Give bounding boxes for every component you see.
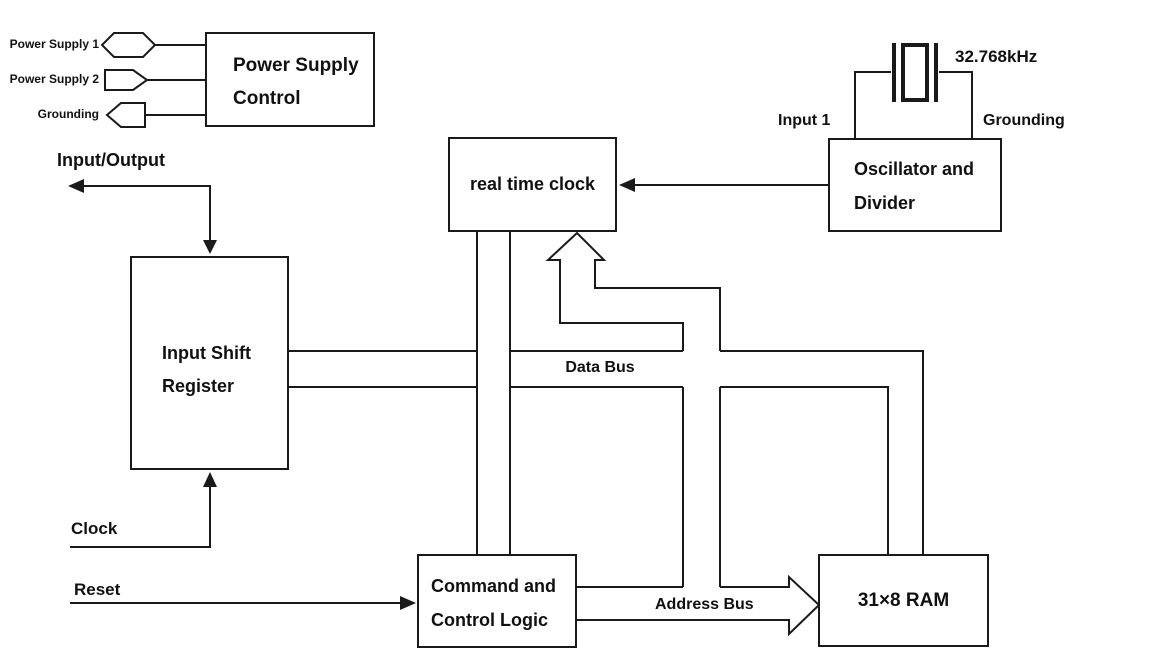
address-bus-label: Address Bus <box>655 596 754 613</box>
power-supply-1-pin-label: Power Supply 1 <box>9 37 99 51</box>
reset-label: Reset <box>74 580 121 599</box>
clock-label: Clock <box>71 519 118 538</box>
data-bus-label: Data Bus <box>565 359 635 376</box>
hexagon-pin-icon <box>100 32 205 58</box>
rtc-to-control-bus-band <box>476 231 511 556</box>
input-shift-register-label-line1: Input Shift <box>162 343 251 363</box>
oscillator-divider-box: Oscillator and Divider <box>828 138 1002 232</box>
crystal-frequency-label: 32.768kHz <box>955 47 1038 66</box>
data-bus-to-rtc-arrow <box>545 231 721 351</box>
data-to-address-bus-band <box>682 387 721 587</box>
grounding-right-label: Grounding <box>983 112 1065 129</box>
power-supply-control-label-line2: Control <box>233 87 301 109</box>
input-shift-register-label-line2: Register <box>162 376 235 396</box>
input1-label: Input 1 <box>778 112 831 129</box>
input-shift-register-box: Input Shift Register <box>130 256 289 470</box>
reset-arrow <box>70 596 416 610</box>
real-time-clock-label: real time clock <box>469 174 596 194</box>
input-output-label: Input/Output <box>57 150 165 170</box>
grounding-pin-label: Grounding <box>37 107 99 121</box>
clock-arrow <box>70 472 217 548</box>
ram-box: 31×8 RAM <box>818 554 989 647</box>
command-control-logic-label-line2: Control Logic <box>431 610 548 630</box>
command-control-logic-box: Command and Control Logic <box>417 554 577 648</box>
ram-label: 31×8 RAM <box>857 589 950 611</box>
right-point-pin-icon <box>104 69 205 91</box>
power-supply-control-box: Power Supply Control <box>205 32 375 127</box>
crystal-oscillator-icon <box>854 43 973 139</box>
oscillator-divider-label-line2: Divider <box>854 193 916 213</box>
oscillator-to-rtc-arrow <box>619 178 828 192</box>
input-output-arrow <box>68 179 217 254</box>
left-point-pin-icon <box>105 102 205 128</box>
command-control-logic-label-line1: Command and <box>431 576 557 596</box>
oscillator-divider-label-line1: Oscillator and <box>854 159 975 179</box>
power-supply-2-pin-label: Power Supply 2 <box>9 72 99 86</box>
power-supply-control-label-line1: Power Supply <box>233 54 359 76</box>
real-time-clock-box: real time clock <box>448 137 617 232</box>
data-bus-band <box>289 350 924 556</box>
